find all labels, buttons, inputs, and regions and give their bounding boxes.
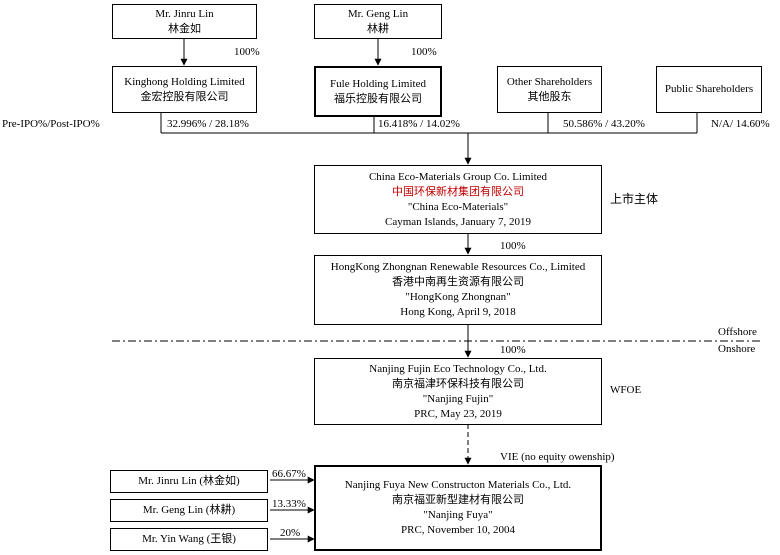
public-en: Public Shareholders [664, 83, 754, 95]
public-shareholders-box: Public Shareholders [656, 66, 762, 113]
owner-jinru-en: Mr. Jinru Lin [155, 7, 214, 20]
fujin-pct: 100% [500, 344, 526, 356]
fuya-holder-1-pct: 66.67% [272, 468, 306, 480]
china-eco-line2: 中国环保新材集团有限公司 [392, 185, 524, 198]
other-shareholders-box: Other Shareholders 其他股东 [497, 66, 602, 113]
fuya-holder-3-name: Mr. Yin Wang (王银) [142, 533, 236, 545]
hk-pct: 100% [500, 240, 526, 252]
public-split: N/A/ 14.60% [711, 118, 770, 130]
china-eco-line3: "China Eco-Materials" [407, 200, 509, 213]
listing-entity-label: 上市主体 [610, 192, 659, 206]
nanjing-fujin-box: Nanjing Fujin Eco Technology Co., Ltd. 南… [314, 358, 602, 425]
fule-box: Fule Holding Limited 福乐控股有限公司 [314, 66, 442, 117]
fuya-line3: "Nanjing Fuya" [423, 509, 493, 521]
hk-line1: HongKong Zhongnan Renewable Resources Co… [330, 261, 586, 273]
kinghong-box: Kinghong Holding Limited 金宏控股有限公司 [112, 66, 257, 113]
other-zh: 其他股东 [527, 90, 572, 103]
fuya-line4: PRC, November 10, 2004 [401, 524, 515, 536]
china-eco-line4: Cayman Islands, January 7, 2019 [384, 215, 532, 228]
china-eco-box: China Eco-Materials Group Co. Limited 中国… [314, 165, 602, 234]
fuya-line2: 南京福亚新型建材有限公司 [392, 494, 524, 506]
offshore-label: Offshore [718, 326, 757, 338]
nanjing-fuya-box: Nanjing Fuya New Constructon Materials C… [314, 465, 602, 551]
fujin-line2: 南京福津环保科技有限公司 [392, 377, 524, 390]
china-eco-line1: China Eco-Materials Group Co. Limited [368, 170, 548, 183]
owner-box-jinru: Mr. Jinru Lin 林金如 [112, 4, 257, 39]
fuya-holder-2-name: Mr. Geng Lin (林耕) [142, 504, 236, 516]
fujin-line1: Nanjing Fujin Eco Technology Co., Ltd. [369, 362, 547, 375]
other-split: 50.586% / 43.20% [563, 118, 645, 130]
vie-label: VIE (no equity owenship) [500, 451, 615, 463]
fujin-line4: PRC, May 23, 2019 [414, 407, 502, 420]
kinghong-en: Kinghong Holding Limited [124, 75, 245, 88]
owner-geng-en: Mr. Geng Lin [347, 7, 409, 20]
fule-en: Fule Holding Limited [330, 77, 426, 90]
fuya-holder-1-box: Mr. Jinru Lin (林金如) [110, 470, 268, 493]
fule-split: 16.418% / 14.02% [378, 118, 460, 130]
hk-line3: "HongKong Zhongnan" [405, 291, 511, 303]
fujin-line3: "Nanjing Fujin" [422, 392, 494, 405]
fule-zh: 福乐控股有限公司 [334, 92, 422, 105]
owner-jinru-zh: 林金如 [168, 22, 201, 35]
owner-box-geng: Mr. Geng Lin 林耕 [314, 4, 442, 39]
fuya-holder-1-name: Mr. Jinru Lin (林金如) [138, 475, 240, 487]
other-en: Other Shareholders [506, 75, 593, 88]
onshore-label: Onshore [718, 343, 756, 355]
hk-line2: 香港中南再生资源有限公司 [392, 276, 524, 288]
fuya-holder-3-box: Mr. Yin Wang (王银) [110, 528, 268, 551]
fuya-holder-2-box: Mr. Geng Lin (林耕) [110, 499, 268, 522]
wfoe-label: WFOE [610, 384, 642, 396]
kinghong-owner-pct: 100% [234, 46, 260, 58]
owner-geng-zh: 林耕 [367, 22, 389, 35]
hk-zhongnan-box: HongKong Zhongnan Renewable Resources Co… [314, 255, 602, 325]
kinghong-split: 32.996% / 28.18% [167, 118, 249, 130]
fuya-holder-3-pct: 20% [280, 527, 301, 539]
pre-ipo-label: Pre-IPO%/Post-IPO% [2, 118, 100, 130]
kinghong-zh: 金宏控股有限公司 [140, 90, 229, 103]
fuya-holder-2-pct: 13.33% [272, 498, 306, 510]
fuya-line1: Nanjing Fuya New Constructon Materials C… [344, 479, 572, 491]
hk-line4: Hong Kong, April 9, 2018 [400, 306, 516, 318]
fule-owner-pct: 100% [411, 46, 437, 58]
